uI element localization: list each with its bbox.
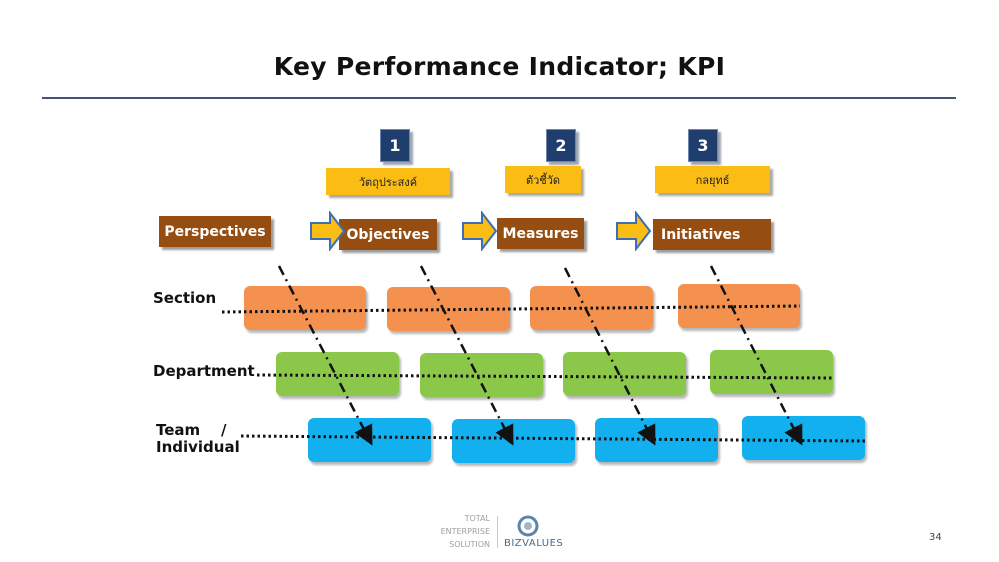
- perspectives-header: Perspectives: [159, 216, 271, 247]
- logo-tagline-line: SOLUTION: [449, 540, 490, 549]
- arrow-right-icon: [462, 211, 498, 251]
- team-dotted-line: [240, 434, 866, 443]
- row-label-team: Team /: [156, 421, 227, 439]
- row-label-section: Section: [153, 289, 217, 307]
- step-2-badge: 2: [546, 129, 576, 162]
- section-dotted-line: [221, 304, 801, 314]
- initiatives-header: Initiatives: [653, 219, 771, 250]
- logo-tagline-line: ENTERPRISE: [440, 527, 490, 536]
- arrow-right-icon: [310, 211, 346, 251]
- department-box: [563, 352, 686, 396]
- objectives-header: Objectives: [339, 219, 437, 250]
- step-2-thai-label: ตัวชี้วัด: [505, 166, 581, 193]
- page-number: 34: [929, 532, 942, 543]
- team-box: [452, 419, 575, 463]
- step-3-thai-label: กลยุทธ์: [655, 166, 770, 193]
- step-1-badge: 1: [380, 129, 410, 162]
- team-box: [742, 416, 865, 460]
- logo-tagline: TOTAL ENTERPRISE SOLUTION: [410, 512, 490, 551]
- diagonal-arrow: [277, 265, 373, 446]
- logo-name: BIZVALUES: [504, 538, 564, 549]
- row-label-department: Department: [153, 362, 255, 380]
- diagonal-arrow: [709, 265, 803, 446]
- step-3-badge: 3: [688, 129, 718, 162]
- diagonal-arrow: [419, 265, 514, 446]
- arrow-right-icon: [616, 211, 652, 251]
- diagonal-arrow: [563, 267, 656, 446]
- measures-header: Measures: [497, 218, 584, 249]
- page-title: Key Performance Indicator; KPI: [273, 52, 726, 81]
- step-1-thai-label: วัตถุประสงค์: [326, 168, 450, 195]
- row-label-individual: Individual: [156, 438, 240, 456]
- logo-divider: [497, 516, 498, 548]
- logo-tagline-line: TOTAL: [464, 514, 490, 523]
- section-box: [244, 286, 366, 330]
- title-divider: [42, 97, 956, 99]
- bizvalues-logo-icon: [517, 515, 539, 537]
- department-dotted-line: [256, 373, 835, 380]
